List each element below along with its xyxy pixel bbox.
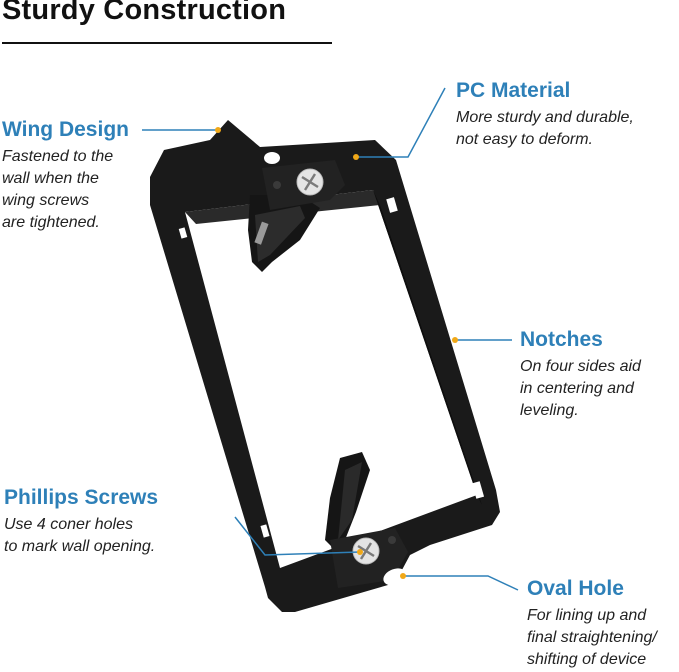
dot-oval	[400, 573, 406, 579]
leader-screw	[234, 516, 361, 556]
callout-line: leveling.	[520, 402, 579, 419]
callout-notches: Notches On four sides aid in centering a…	[520, 328, 641, 422]
callout-line: More sturdy and durable,	[456, 109, 634, 126]
title-underline	[2, 42, 332, 44]
callout-heading: Phillips Screws	[4, 486, 159, 509]
oval-hole	[383, 568, 407, 586]
callout-heading: Notches	[520, 328, 603, 351]
callout-line: to mark wall opening.	[4, 538, 156, 555]
notch-left-bottom	[260, 524, 270, 538]
callout-text: Use 4 coner holes to mark wall opening.	[4, 514, 158, 558]
callout-pc-material: PC Material More sturdy and durable, not…	[456, 79, 634, 151]
top-tiny-hole	[273, 181, 281, 189]
leader-lines	[142, 87, 519, 591]
dot-wing	[215, 127, 221, 133]
notch-right-bottom	[471, 481, 485, 499]
notch-right-top	[386, 197, 398, 213]
callout-line: On four sides aid	[520, 358, 641, 375]
dot-screw	[357, 549, 363, 555]
page-title: Sturdy Construction	[2, 0, 287, 26]
bottom-wing-shadow	[338, 462, 362, 540]
callout-line: shifting of device	[527, 651, 647, 668]
top-phillips-screw-icon	[296, 168, 324, 196]
callout-oval-hole: Oval Hole For lining up and final straig…	[527, 577, 657, 671]
callout-heading: Oval Hole	[527, 577, 624, 600]
bracket-frame	[150, 120, 500, 612]
callout-text: On four sides aid in centering and level…	[520, 356, 641, 422]
callout-wing-design: Wing Design Fastened to the wall when th…	[2, 118, 129, 234]
bottom-phillips-screw-icon	[352, 537, 380, 565]
top-wing-shadow	[255, 206, 305, 262]
callout-line: are tightened.	[2, 214, 100, 231]
callout-text: For lining up and final straightening/ s…	[527, 605, 657, 671]
callout-line: final straightening/	[527, 629, 657, 646]
dot-notch	[452, 337, 458, 343]
callout-heading: Wing Design	[2, 118, 129, 141]
leader-oval	[403, 575, 519, 591]
top-small-hole	[264, 152, 280, 164]
callout-text: Fastened to the wall when the wing screw…	[2, 146, 129, 234]
callout-line: Fastened to the	[2, 148, 114, 165]
dot-pc	[353, 154, 359, 160]
callout-line: wall when the	[2, 170, 99, 187]
top-screw-shank	[254, 221, 269, 245]
notch-left-top	[178, 227, 188, 239]
callout-line: wing screws	[2, 192, 90, 209]
callout-text: More sturdy and durable, not easy to def…	[456, 107, 634, 151]
callout-line: Use 4 coner holes	[4, 516, 133, 533]
callout-line: For lining up and	[527, 607, 647, 624]
bracket-inner-lip-right	[373, 190, 482, 505]
bottom-tiny-hole	[388, 536, 396, 544]
callout-line: not easy to deform.	[456, 131, 593, 148]
leader-pc	[358, 87, 446, 158]
callout-line: in centering and	[520, 380, 634, 397]
marker-dots	[215, 127, 458, 579]
callout-heading: PC Material	[456, 79, 571, 102]
callout-phillips-screws: Phillips Screws Use 4 coner holes to mar…	[4, 486, 158, 558]
